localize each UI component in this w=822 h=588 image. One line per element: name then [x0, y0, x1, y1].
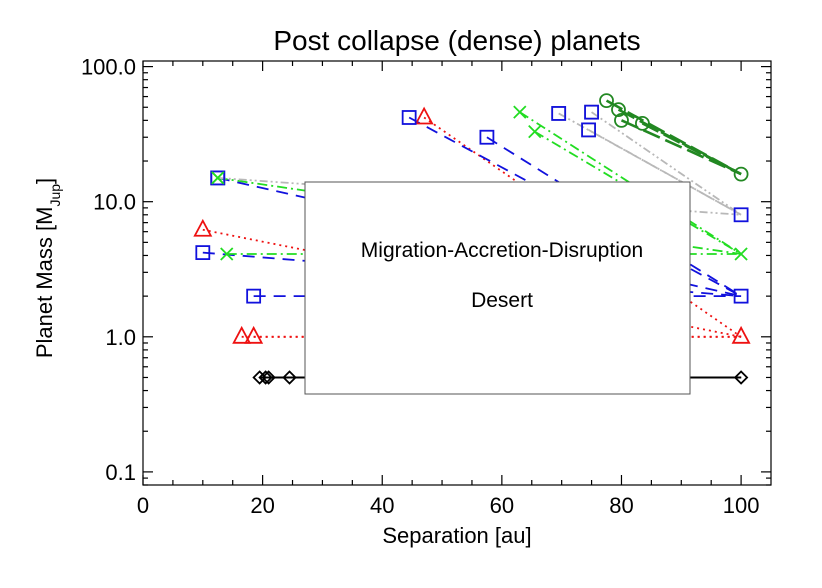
series-line-20	[591, 111, 742, 216]
chart-title: Post collapse (dense) planets	[273, 25, 640, 56]
y-tick-label-1: 1.0	[105, 325, 136, 350]
y-axis-title: Planet Mass [MJup]	[32, 178, 63, 358]
y-axis-title-main: Planet Mass [M	[32, 207, 57, 359]
desert-label-1: Desert	[471, 289, 533, 312]
series-line-18	[558, 112, 742, 216]
y-tick-label-2: 10.0	[93, 190, 136, 215]
series-marker-15	[513, 105, 527, 119]
overlay-marker-1	[211, 171, 225, 185]
desert-label-0: Migration-Accretion-Disruption	[361, 239, 643, 262]
series-line-24	[641, 122, 742, 176]
series-marker-0	[258, 370, 273, 385]
y-tick-label-0: 0.1	[105, 460, 136, 485]
endpoint-marker-5	[733, 166, 749, 182]
series-marker-10	[401, 110, 417, 125]
x-tick-label-4: 80	[609, 493, 633, 518]
overlay-marker-2	[551, 106, 567, 121]
overlay-marker-3	[581, 122, 596, 138]
plot-frame	[142, 60, 772, 486]
endpoint-marker-4	[733, 207, 749, 223]
series-marker-5	[244, 325, 264, 344]
overlay-marker-4	[584, 104, 599, 120]
series-marker-9	[195, 245, 211, 260]
x-tick-label-1: 20	[250, 493, 274, 518]
x-tick-label-0: 0	[137, 493, 149, 518]
series-line-19	[588, 129, 742, 216]
x-axis-title: Separation [au]	[382, 523, 531, 548]
series-marker-8	[246, 288, 262, 304]
x-tick-label-5: 100	[723, 493, 760, 518]
series-marker-21	[599, 93, 614, 109]
overlay-marker-0	[210, 170, 226, 186]
x-tick-label-3: 60	[490, 493, 514, 518]
endpoint-marker-1	[731, 325, 751, 344]
endpoint-marker-3	[734, 247, 748, 261]
series-marker-24	[635, 115, 650, 131]
desert-box	[304, 181, 691, 395]
series-marker-16	[528, 125, 542, 139]
series-marker-6	[193, 218, 213, 237]
series-marker-11	[479, 129, 495, 145]
endpoint-marker-2	[733, 288, 749, 304]
series-marker-2	[252, 370, 267, 385]
series-marker-4	[232, 325, 252, 344]
y-tick-label-3: 100.0	[81, 55, 136, 80]
series-line-15	[519, 111, 742, 255]
series-marker-22	[611, 102, 626, 118]
endpoint-marker-0	[733, 370, 749, 385]
series-marker-3	[282, 370, 297, 385]
y-axis-title-close: ]	[32, 178, 57, 184]
x-tick-label-2: 40	[370, 493, 394, 518]
series-marker-23	[614, 112, 629, 128]
series-marker-7	[414, 106, 434, 125]
y-axis-title-sub: Jup	[47, 184, 63, 207]
series-marker-13	[220, 247, 234, 261]
